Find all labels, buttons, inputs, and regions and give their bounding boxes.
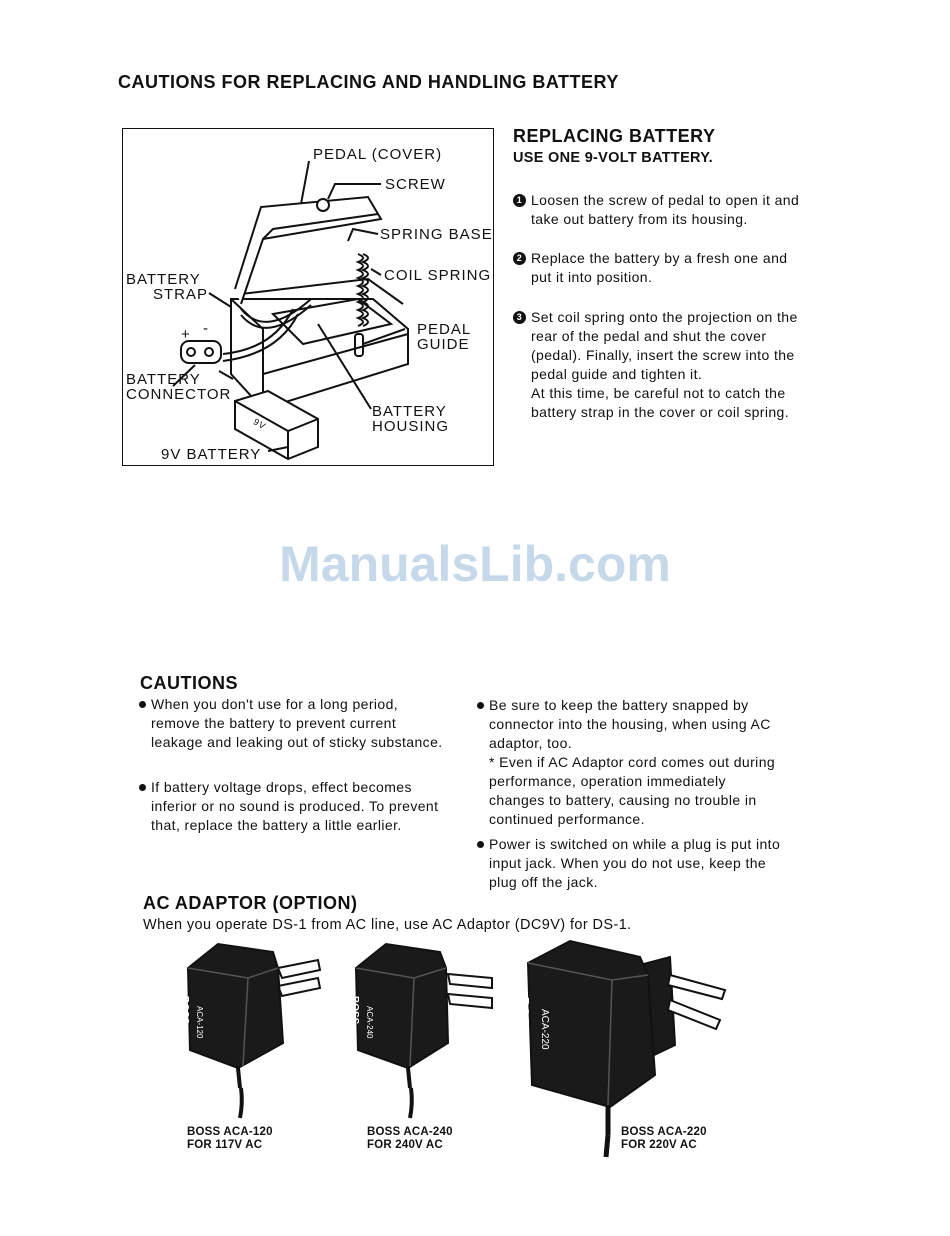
adapter-image-aca-240: BOSS ACA-240 [349, 938, 510, 1128]
caution-text: Power is switched on while a plug is put… [489, 836, 781, 890]
caption-line-2: FOR 117V AC [187, 1139, 263, 1151]
page-title: CAUTIONS FOR REPLACING AND HANDLING BATT… [118, 72, 619, 92]
caption-line-2: FOR 220V AC [621, 1139, 697, 1151]
adapter-brand: BOSS [517, 997, 532, 1034]
caution-item: If battery voltage drops, effect becomes… [139, 778, 444, 835]
step-2: 2 Replace the battery by a fresh one and… [513, 249, 808, 287]
nine-volt-battery-label: 9V BATTERY [161, 446, 262, 463]
caption-line-2: FOR 240V AC [367, 1139, 443, 1151]
pedal-cover-label: PEDAL (COVER) [313, 146, 443, 163]
caution-note: * Even if AC Adaptor cord comes out duri… [489, 754, 776, 827]
battery-connector-label-2: CONNECTOR [126, 386, 232, 403]
cautions-title: CAUTIONS [140, 673, 238, 693]
step-number-icon: 2 [513, 252, 526, 265]
caption-aca-120: BOSS ACA-120 FOR 117V AC [187, 1126, 273, 1152]
adapter-model: ACA-120 [195, 1006, 204, 1039]
bullet-icon [139, 701, 146, 708]
screw-label: SCREW [385, 176, 446, 193]
plus-sign: + [181, 326, 191, 343]
caution-item: Power is switched on while a plug is put… [477, 835, 782, 892]
step-3: 3 Set coil spring onto the projection on… [513, 308, 808, 422]
step-1: 1 Loosen the screw of pedal to open it a… [513, 191, 808, 229]
step-number-icon: 1 [513, 194, 526, 207]
adapter-brand: BOSS [349, 996, 360, 1025]
replacing-battery-title: REPLACING BATTERY [513, 126, 716, 146]
bullet-icon [139, 784, 146, 791]
ac-adaptor-description: When you operate DS-1 from AC line, use … [143, 917, 632, 933]
caption-line-1: BOSS ACA-220 [621, 1126, 707, 1138]
adapter-image-aca-220: BOSS ACA-220 [517, 935, 740, 1160]
caution-text: If battery voltage drops, effect becomes… [151, 779, 439, 833]
minus-sign: - [203, 320, 209, 337]
watermark: ManualsLib.com [279, 536, 671, 592]
caption-aca-220: BOSS ACA-220 FOR 220V AC [621, 1126, 707, 1152]
caption-line-1: BOSS ACA-240 [367, 1126, 453, 1138]
battery-connector-label-1: BATTERY [126, 371, 201, 388]
battery-diagram: PEDAL (COVER) SCREW SPRING BASE COIL SPR… [122, 128, 494, 466]
step-text: Set coil spring onto the projection on t… [531, 309, 798, 382]
caution-text: Be sure to keep the battery snapped by c… [489, 697, 771, 751]
adapter-brand: BOSS [179, 996, 190, 1025]
bullet-icon [477, 702, 484, 709]
pedal-guide-label-1: PEDAL [417, 321, 472, 338]
step-text: Loosen the screw of pedal to open it and… [531, 192, 800, 227]
caption-aca-240: BOSS ACA-240 FOR 240V AC [367, 1126, 453, 1152]
step-number-icon: 3 [513, 311, 526, 324]
caution-item: When you don't use for a long period, re… [139, 695, 444, 752]
coil-spring-label: COIL SPRING [384, 267, 492, 284]
battery-housing-label-1: BATTERY [372, 403, 447, 420]
bullet-icon [477, 841, 484, 848]
battery-strap-label-1: BATTERY [126, 271, 201, 288]
caution-text: When you don't use for a long period, re… [151, 696, 443, 750]
caption-line-1: BOSS ACA-120 [187, 1126, 273, 1138]
adapter-image-aca-120: BOSS ACA-120 [178, 938, 338, 1128]
battery-strap-label-2: STRAP [153, 286, 209, 303]
pedal-illustration [172, 160, 409, 461]
caution-item: Be sure to keep the battery snapped by c… [477, 696, 782, 829]
pedal-guide-label-2: GUIDE [417, 336, 470, 353]
adapter-model: ACA-220 [539, 1009, 550, 1050]
adapter-model: ACA-240 [365, 1006, 374, 1039]
spring-base-label: SPRING BASE [380, 226, 493, 243]
ac-adaptor-title: AC ADAPTOR (OPTION) [143, 893, 358, 913]
step-text: Replace the battery by a fresh one and p… [531, 250, 788, 285]
replacing-battery-subtitle: USE ONE 9-VOLT BATTERY. [513, 150, 713, 166]
step-note: At this time, be careful not to catch th… [531, 385, 790, 420]
battery-housing-label-2: HOUSING [372, 418, 450, 435]
